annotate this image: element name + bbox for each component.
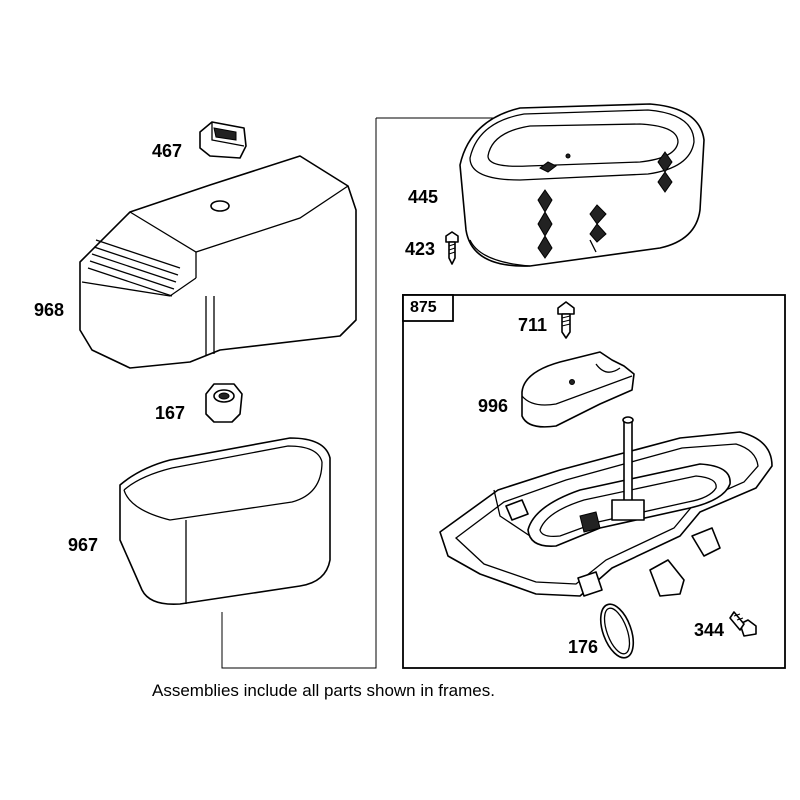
- part-167-grommet: [205, 383, 243, 423]
- part-176-oring: [599, 603, 635, 659]
- label-711: 711: [518, 315, 548, 335]
- part-423-screw: [445, 231, 459, 265]
- part-967-precleaner: [119, 437, 331, 606]
- label-996: 996: [478, 396, 509, 416]
- part-445-filter: [459, 103, 705, 267]
- part-711-screw: [557, 301, 575, 339]
- part-996-bracket: [521, 351, 635, 428]
- part-344-screw: [729, 611, 757, 637]
- label-968: 968: [34, 300, 65, 320]
- label-445: 445: [408, 187, 439, 207]
- label-423: 423: [405, 239, 436, 259]
- frame-875-label: 875: [410, 299, 437, 316]
- part-467-knob: [199, 121, 247, 159]
- label-167: 167: [155, 403, 186, 423]
- label-967: 967: [68, 535, 99, 555]
- part-968-cover: [79, 155, 357, 369]
- label-467: 467: [152, 141, 183, 161]
- frame-875: [402, 294, 786, 669]
- label-344: 344: [694, 620, 725, 640]
- part-base-assembly: [439, 416, 773, 597]
- diagram-caption: Assemblies include all parts shown in fr…: [152, 681, 495, 700]
- label-176: 176: [568, 637, 599, 657]
